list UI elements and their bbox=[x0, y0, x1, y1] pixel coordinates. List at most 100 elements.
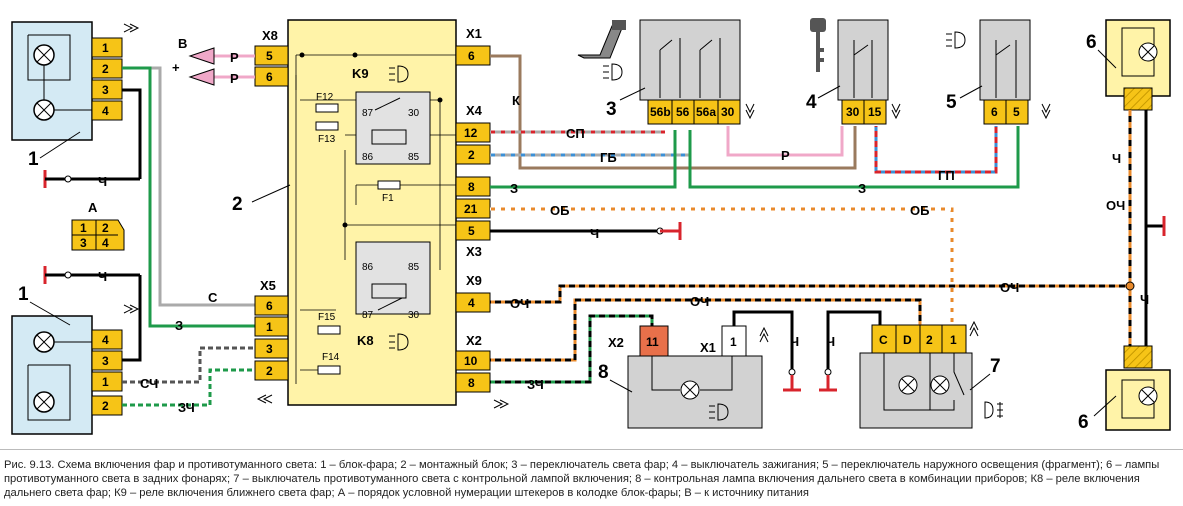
svg-text:86: 86 bbox=[362, 262, 374, 273]
svg-text:З: З bbox=[858, 181, 866, 196]
outdoor-light-switch: 6 5 bbox=[979, 19, 1051, 125]
svg-text:10: 10 bbox=[464, 354, 478, 368]
svg-text:2: 2 bbox=[926, 333, 933, 347]
svg-text:2: 2 bbox=[102, 221, 109, 235]
high-beam-lamp: X2 11 X1 1 bbox=[608, 325, 763, 429]
svg-text:F1: F1 bbox=[382, 193, 394, 204]
svg-text:X1: X1 bbox=[466, 26, 482, 41]
headlight-icon bbox=[709, 403, 729, 421]
svg-text:ОЧ: ОЧ bbox=[1106, 198, 1125, 213]
svg-text:30: 30 bbox=[408, 310, 420, 321]
fog-icon bbox=[984, 401, 1003, 419]
svg-text:6: 6 bbox=[266, 299, 273, 313]
key-icon bbox=[810, 18, 826, 72]
headlight-icon bbox=[603, 63, 623, 81]
svg-text:86: 86 bbox=[362, 152, 374, 163]
svg-text:X3: X3 bbox=[466, 244, 482, 259]
svg-text:15: 15 bbox=[868, 105, 882, 119]
svg-text:56a: 56a bbox=[696, 105, 716, 119]
svg-text:X1: X1 bbox=[700, 340, 716, 355]
component-number: 8 bbox=[598, 362, 609, 383]
lever-icon bbox=[577, 20, 626, 59]
component-number: 3 bbox=[606, 99, 617, 120]
light-switch: 56b 56 56a 30 bbox=[639, 19, 755, 125]
component-number: 6 bbox=[1078, 412, 1089, 433]
svg-text:4: 4 bbox=[102, 236, 109, 250]
svg-text:85: 85 bbox=[408, 152, 420, 163]
svg-text:4: 4 bbox=[468, 296, 475, 310]
svg-text:1: 1 bbox=[80, 221, 87, 235]
connector-a: A 1 2 3 4 bbox=[71, 200, 125, 251]
svg-text:2: 2 bbox=[266, 364, 273, 378]
svg-text:ОБ: ОБ bbox=[910, 203, 929, 218]
svg-text:СП: СП bbox=[566, 126, 585, 141]
svg-text:Р: Р bbox=[230, 50, 239, 65]
svg-text:6: 6 bbox=[991, 105, 998, 119]
pin-label: 3 bbox=[102, 83, 109, 97]
svg-text:87: 87 bbox=[362, 108, 374, 119]
svg-text:87: 87 bbox=[362, 310, 374, 321]
svg-text:D: D bbox=[903, 333, 912, 347]
svg-text:X5: X5 bbox=[260, 278, 276, 293]
svg-text:Ч: Ч bbox=[98, 269, 107, 284]
caption-divider bbox=[0, 449, 1183, 450]
svg-text:56: 56 bbox=[676, 105, 690, 119]
wire-label: Ч bbox=[98, 174, 107, 189]
ground-top-left: Ч bbox=[43, 88, 142, 189]
svg-text:ОЧ: ОЧ bbox=[690, 294, 709, 309]
svg-text:Ч: Ч bbox=[790, 334, 799, 349]
fog-lamp-bottom bbox=[1105, 345, 1171, 431]
svg-text:2: 2 bbox=[468, 148, 475, 162]
svg-text:К: К bbox=[512, 93, 520, 108]
svg-text:8: 8 bbox=[468, 376, 475, 390]
headlight-icon bbox=[389, 333, 409, 351]
svg-text:ОЧ: ОЧ bbox=[1000, 280, 1019, 295]
svg-text:X2: X2 bbox=[608, 335, 624, 350]
arrow-icon bbox=[745, 103, 755, 120]
svg-text:56b: 56b bbox=[650, 105, 671, 119]
arrow-icon bbox=[256, 394, 273, 404]
svg-text:X2: X2 bbox=[466, 333, 482, 348]
svg-text:11: 11 bbox=[646, 335, 659, 349]
svg-text:ГП: ГП bbox=[938, 168, 955, 183]
svg-text:З: З bbox=[510, 181, 518, 196]
letter-a: A bbox=[88, 200, 98, 215]
svg-text:F14: F14 bbox=[322, 352, 340, 363]
arrow-icon bbox=[493, 399, 510, 409]
headlight-pins-top: 1 2 3 4 bbox=[91, 37, 123, 121]
headlight-pins-bottom: 4 3 1 2 bbox=[91, 329, 123, 416]
svg-text:5: 5 bbox=[468, 224, 475, 238]
svg-text:30: 30 bbox=[846, 105, 860, 119]
svg-text:З: З bbox=[175, 318, 183, 333]
arrow-icon bbox=[123, 23, 140, 33]
ground-bottom-left: Ч bbox=[43, 266, 142, 362]
svg-text:1: 1 bbox=[950, 333, 957, 347]
svg-text:8: 8 bbox=[468, 180, 475, 194]
svg-text:6: 6 bbox=[266, 70, 273, 84]
svg-text:C: C bbox=[879, 333, 888, 347]
arrow-icon bbox=[969, 320, 979, 337]
svg-text:3: 3 bbox=[80, 236, 87, 250]
svg-text:Ч: Ч bbox=[1112, 151, 1121, 166]
headlight-block-top bbox=[11, 21, 93, 141]
svg-text:K9: K9 bbox=[352, 66, 369, 81]
svg-text:X4: X4 bbox=[466, 103, 483, 118]
arrow-icon bbox=[1041, 103, 1051, 120]
svg-text:1: 1 bbox=[102, 375, 109, 389]
arrow-icon bbox=[891, 103, 901, 120]
svg-text:Р: Р bbox=[230, 71, 239, 86]
svg-text:Ч: Ч bbox=[826, 334, 835, 349]
svg-text:12: 12 bbox=[464, 126, 478, 140]
svg-text:4: 4 bbox=[102, 333, 109, 347]
component-number: 2 bbox=[232, 194, 243, 215]
ignition-switch: 30 15 bbox=[837, 19, 901, 125]
svg-text:В: В bbox=[178, 36, 187, 51]
svg-text:X9: X9 bbox=[466, 273, 482, 288]
svg-text:K8: K8 bbox=[357, 333, 374, 348]
pin-label: 1 bbox=[102, 41, 109, 55]
arrow-icon bbox=[123, 304, 140, 314]
svg-text:2: 2 bbox=[102, 399, 109, 413]
svg-text:ОБ: ОБ bbox=[550, 203, 569, 218]
fog-lamp-top bbox=[1105, 19, 1171, 111]
svg-text:5: 5 bbox=[266, 49, 273, 63]
